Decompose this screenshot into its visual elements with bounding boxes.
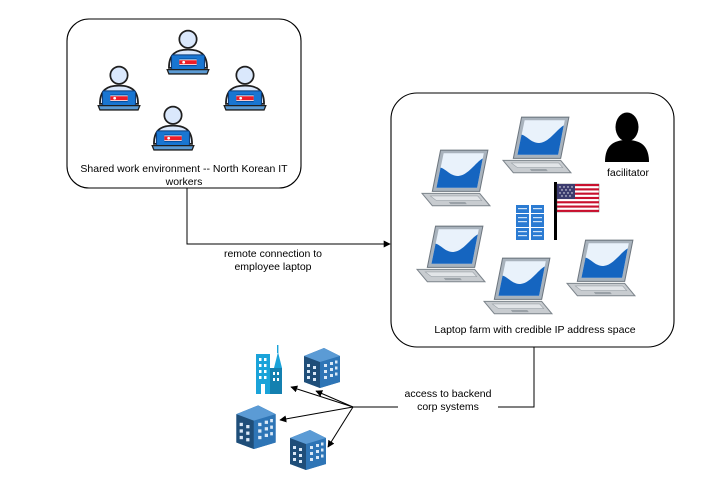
laptop-farm-label: Laptop farm with credible IP address spa… <box>434 324 636 336</box>
office-building-icon <box>290 430 326 470</box>
person-silhouette-icon <box>605 112 649 162</box>
us-flag-icon <box>554 182 600 240</box>
office-building-icon <box>304 348 340 388</box>
backend-arrow <box>290 385 354 408</box>
backend-arrow <box>327 406 354 448</box>
server-rack-icon <box>516 205 544 240</box>
remote-connection-arrow <box>186 188 391 248</box>
facilitator-label: facilitator <box>606 167 649 179</box>
backend-access-label: access to backend corp systems <box>398 388 498 414</box>
remote-connection-label: remote connection to employee laptop <box>212 248 334 274</box>
backend-arrow <box>315 390 354 408</box>
office-tower-icon <box>256 345 282 394</box>
workers-group-label: Shared work environment -- North Korean … <box>80 163 288 188</box>
backend-arrow <box>279 406 354 423</box>
office-building-icon <box>236 405 276 449</box>
workers-container <box>66 18 302 189</box>
